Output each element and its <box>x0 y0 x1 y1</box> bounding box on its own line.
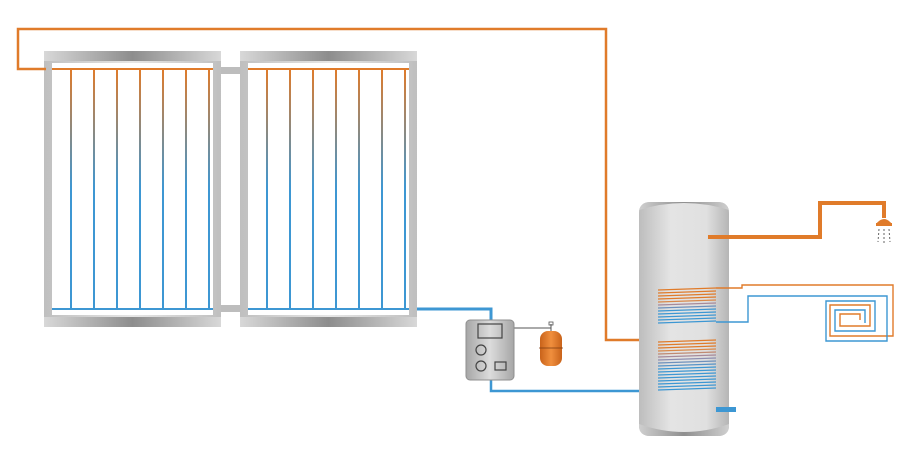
tank-top-cap <box>639 202 729 214</box>
collector-connector-top <box>221 67 240 74</box>
floor-heating-supply-pipe <box>716 284 894 337</box>
cold-return-pipe-tank <box>489 380 660 393</box>
cold-water-inlet <box>716 407 736 412</box>
lower-heat-exchanger-coil <box>657 339 717 391</box>
expansion-vessel <box>539 321 563 366</box>
collector-glass <box>248 63 409 315</box>
pump-station-housing <box>465 319 515 381</box>
storage-tank <box>639 202 736 436</box>
controller-display-icon <box>477 323 503 339</box>
collector-tubes <box>70 69 210 309</box>
cold-return-pipe-collector <box>417 307 493 322</box>
solar-collector-2 <box>240 51 417 327</box>
pump-station <box>465 319 515 381</box>
collector-glass <box>52 63 213 315</box>
hot-supply-pipe <box>16 27 660 342</box>
collector-frame-bottom <box>44 317 221 327</box>
upper-heat-exchanger-coil <box>657 287 717 324</box>
pump-icon <box>475 360 487 372</box>
floor-heating-return-pipe <box>716 295 888 342</box>
gauge-icon <box>475 344 487 356</box>
collector-connector-bottom <box>221 305 240 312</box>
valve-icon <box>494 361 507 371</box>
collector-tubes <box>266 69 406 309</box>
collector-frame-top <box>44 51 221 61</box>
hot-water-outlet-pipe <box>708 201 886 239</box>
expansion-vessel-body <box>540 331 562 366</box>
collector-frame-top <box>240 51 417 61</box>
solar-collector-1 <box>44 51 221 327</box>
tank-bottom-cap <box>639 424 729 436</box>
collector-frame-bottom <box>240 317 417 327</box>
shower-icon <box>876 219 892 243</box>
